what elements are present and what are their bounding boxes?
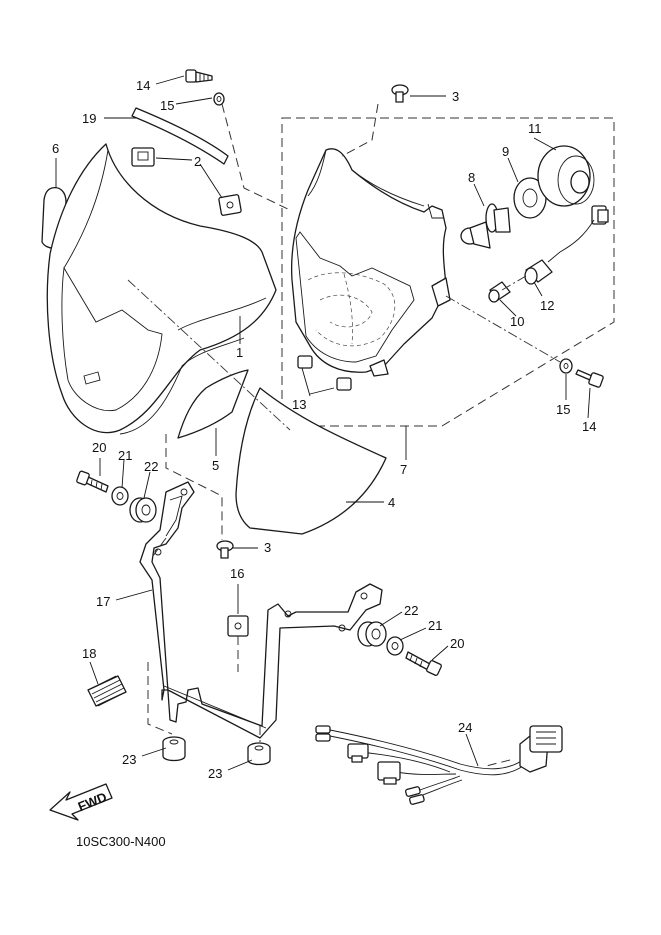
collar-21-right: [386, 636, 404, 656]
part-label-14: 14: [136, 78, 150, 93]
wire-harness-24: [315, 725, 563, 805]
part-label-6: 6: [52, 141, 59, 156]
headlight-unit: [290, 148, 451, 377]
clip-13-a: [297, 355, 313, 369]
part-label-20: 20: [450, 636, 464, 651]
damper-23-left: [162, 736, 186, 762]
part-label-22: 22: [404, 603, 418, 618]
bulb-connector: [547, 205, 609, 263]
nut-2-upper: [131, 147, 155, 167]
guide-line: [149, 537, 167, 561]
part-label-10: 10: [510, 314, 524, 329]
washer-15-upper: [213, 92, 225, 106]
cover-11: [537, 145, 595, 207]
part-label-21: 21: [118, 448, 132, 463]
part-label-21: 21: [428, 618, 442, 633]
guide-line: [147, 662, 173, 735]
part-label-3: 3: [452, 89, 459, 104]
part-label-16: 16: [230, 566, 244, 581]
damper-23-right: [247, 742, 271, 766]
part-label-20: 20: [92, 440, 106, 455]
part-label-14: 14: [582, 419, 596, 434]
assembly-boundary: [281, 117, 615, 427]
bulb-8: [460, 203, 511, 249]
nut-16: [227, 615, 249, 637]
bolt-20-left: [76, 470, 109, 493]
part-label-17: 17: [96, 594, 110, 609]
guide-line: [445, 295, 561, 363]
clip-13-b: [336, 377, 352, 391]
guide-line: [221, 103, 291, 211]
guide-line: [485, 759, 511, 767]
part-label-23: 23: [122, 752, 136, 767]
guide-line: [341, 103, 379, 157]
fwd-arrow-icon: FWD: [49, 783, 113, 821]
part-label-3: 3: [264, 540, 271, 555]
part-label-13: 13: [292, 397, 306, 412]
drawing-code: 10SC300-N400: [76, 834, 166, 849]
guide-line: [165, 434, 223, 540]
nut-2-lower: [218, 194, 242, 216]
part-label-23: 23: [208, 766, 222, 781]
screw-3-upper: [391, 84, 409, 103]
part-label-15: 15: [160, 98, 174, 113]
stay-bracket-17: [139, 481, 383, 739]
part-label-8: 8: [468, 170, 475, 185]
grommet-22-right: [357, 621, 387, 647]
screw-3-lower: [216, 540, 234, 559]
grommet-22-left: [129, 497, 157, 523]
socket-12: [524, 259, 553, 285]
part-label-15: 15: [556, 402, 570, 417]
fwd-label: FWD: [76, 789, 109, 814]
bolt-14-lower: [575, 369, 604, 388]
part-label-22: 22: [144, 459, 158, 474]
bolt-20-right: [405, 651, 442, 676]
leader-lines: [55, 75, 591, 771]
spring-18: [87, 675, 127, 707]
part-label-24: 24: [458, 720, 472, 735]
collar-21-left: [111, 486, 129, 506]
bolt-14-upper: [185, 69, 213, 83]
bulb-10: [488, 281, 511, 303]
panel-4: [235, 387, 387, 535]
part-label-11: 11: [528, 121, 542, 136]
part-label-9: 9: [502, 144, 509, 159]
part-label-2: 2: [194, 154, 201, 169]
part-label-12: 12: [540, 298, 554, 313]
part-label-4: 4: [388, 495, 395, 510]
trim-strip-19: [131, 107, 229, 165]
guide-line: [501, 275, 527, 291]
headlight-cowl: [46, 143, 277, 435]
guide-line: [127, 279, 291, 431]
part-label-7: 7: [400, 462, 407, 477]
washer-15-lower: [559, 358, 573, 374]
part-label-18: 18: [82, 646, 96, 661]
part-label-1: 1: [236, 345, 243, 360]
part-label-5: 5: [212, 458, 219, 473]
part-label-19: 19: [82, 111, 96, 126]
panel-5: [177, 369, 249, 439]
